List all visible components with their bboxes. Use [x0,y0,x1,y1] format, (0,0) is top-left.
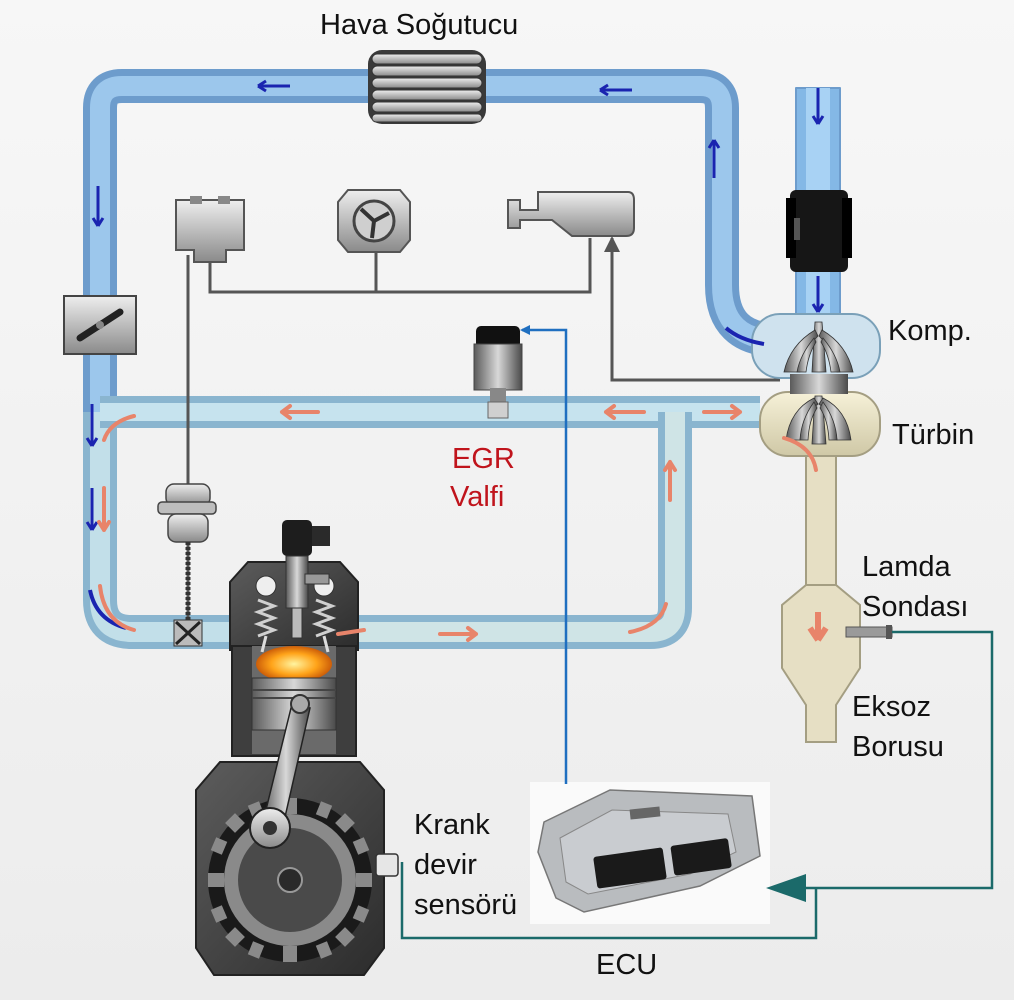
crank-signal-wire [400,862,818,940]
crank-label-line1: Krank [414,809,490,841]
fuel-injector [282,520,330,639]
egr-valve [473,326,523,419]
combustion-flame [256,646,332,682]
exhaust-flow-arrows [97,404,818,642]
intercooler [368,50,486,124]
engine [195,561,399,976]
exhaust-label-line1: Eksoz [852,691,931,723]
map-sensor [175,196,245,263]
exhaust-pipe [781,439,861,743]
air-mass-meter [786,190,852,272]
crank-sensor [375,853,399,877]
egr-label-line1: EGR [452,443,515,475]
pressure-regulator [157,483,217,543]
compressor-wheel [783,321,854,373]
crank-label-line2: devir [414,849,477,881]
egr-control-wire [520,325,568,784]
signal-wires [400,325,994,940]
cooler-label: Hava Soğutucu [320,9,519,41]
catalytic-converter [781,584,861,743]
intake-throttle-x [173,619,203,647]
gear-teeth [208,798,372,962]
turbocharger [751,313,881,457]
compressor-label: Komp. [888,315,972,347]
intake-flow-arrows [85,79,825,630]
exhaust-label-line2: Borusu [852,731,944,763]
ecu-input-arrow [766,874,806,902]
crank-gear [208,798,372,962]
crank-label-line3: sensörü [414,889,518,921]
vacuum-actuator [337,189,411,253]
turbine-wheel [785,395,852,445]
ecu-label: ECU [596,949,658,981]
lambda-label-line1: Lamda [862,551,951,583]
egr-pipe [83,396,760,649]
lambda-label-line2: Sondası [862,591,969,623]
lambda-sensor [845,626,893,638]
pressure-arrow [604,236,620,252]
boost-pressure-sensor [507,191,635,237]
exhaust-down-arrow [807,612,829,642]
turbine-label: Türbin [892,419,975,451]
ecu-unit [530,782,770,924]
throttle-valve [63,295,137,355]
turbo-shaft [790,374,848,394]
egr-label-line2: Valfi [450,481,505,513]
lambda-signal-wire [804,630,994,890]
valve-springs [253,598,337,638]
